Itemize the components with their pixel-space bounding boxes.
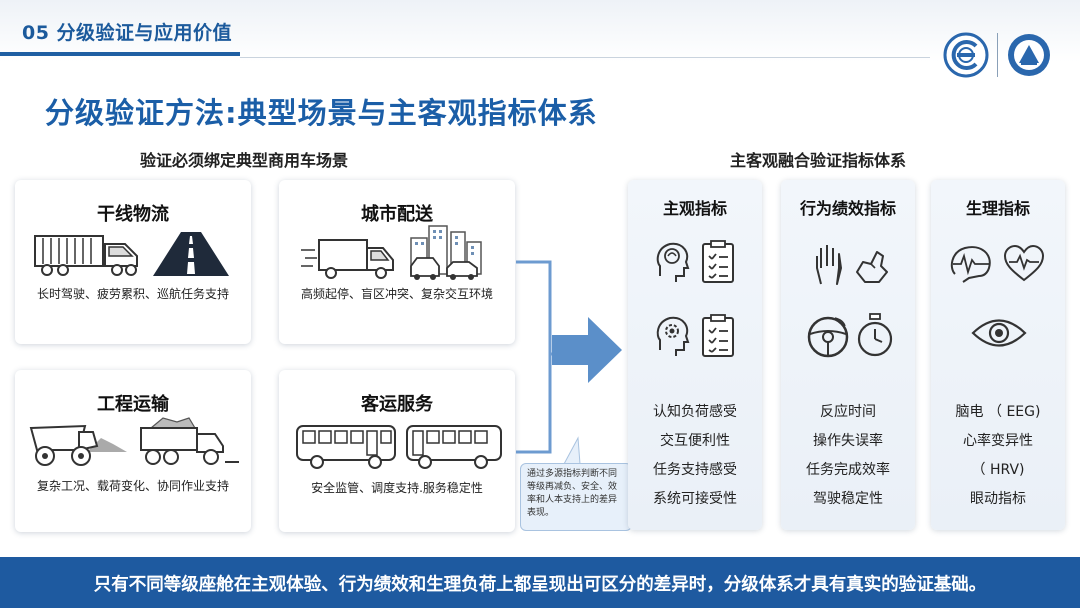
connector-bracket <box>516 260 554 454</box>
indicator-panel-subjective: 主观指标 认知负荷感受 交互便利性 任务支持感受 系统可接受性 <box>628 180 762 530</box>
scenario-card-engineering-transport: 工程运输 复杂工况、载荷变化、协同作业支持 <box>15 370 251 532</box>
indicator-panel-behavior: 行为绩效指标 反应时间 操作失误率 任务完成效率 驾驶稳定性 <box>781 180 915 530</box>
checklist-icon <box>702 240 734 283</box>
scenario-card-urban-delivery: 城市配送 高频起停、盲区冲突、复杂交互环境 <box>279 180 515 344</box>
header-divider <box>240 57 930 58</box>
eye-icon <box>971 319 1027 347</box>
gear-head-icon <box>656 316 690 356</box>
scenario-card-title: 客运服务 <box>361 394 433 415</box>
bus-icon <box>406 425 502 469</box>
hand-icon <box>816 245 842 285</box>
indicator-item: （ HRV) <box>971 462 1025 478</box>
section-label: 05 分级验证与应用价值 <box>22 22 233 44</box>
pinch-hand-icon <box>856 251 888 283</box>
scenario-card-desc: 长时驾驶、疲劳累积、巡航任务支持 <box>36 287 229 301</box>
scenario-card-desc: 高频起停、盲区冲突、复杂交互环境 <box>300 287 493 301</box>
page-title: 分级验证方法:典型场景与主客观指标体系 <box>45 96 598 130</box>
header-bar <box>0 0 1080 62</box>
scenario-card-trunk-logistics: 干线物流 长时驾驶、疲劳累积、巡航任务支持 <box>15 180 251 344</box>
flow-arrow-icon <box>552 317 622 383</box>
indicator-panel-title: 生理指标 <box>965 199 1030 218</box>
container-truck-icon <box>34 235 138 276</box>
indicator-item: 驾驶稳定性 <box>813 491 883 507</box>
indicator-item: 眼动指标 <box>970 491 1026 507</box>
callout-tail <box>563 436 581 465</box>
section-underline <box>0 52 240 56</box>
indicator-list: 认知负荷感受 交互便利性 任务支持感受 系统可接受性 <box>628 398 762 514</box>
indicator-panel-title: 行为绩效指标 <box>799 199 896 218</box>
left-section-heading: 验证必须绑定典型商用车场景 <box>140 151 349 170</box>
logo-group <box>943 32 1052 78</box>
checklist-icon <box>702 314 734 357</box>
indicator-item: 系统可接受性 <box>653 491 737 507</box>
indicator-item: 心率变异性 <box>963 433 1033 449</box>
indicator-item: 脑电 （ EEG) <box>955 404 1041 420</box>
footer-conclusion: 只有不同等级座舱在主观体验、行为绩效和生理负荷上都呈现出可区分的差异时，分级体系… <box>93 575 987 595</box>
highway-road-icon <box>153 232 229 276</box>
callout-note: 通过多源指标判断不同等级再减负、安全、效率和人本支持上的差异表现。 <box>520 463 632 531</box>
scenario-card-passenger-service: 客运服务 安全监管、调度支持.服务稳定性 <box>279 370 515 532</box>
footer-banner: 只有不同等级座舱在主观体验、行为绩效和生理负荷上都呈现出可区分的差异时，分级体系… <box>0 557 1080 608</box>
right-section-heading: 主客观融合验证指标体系 <box>730 151 907 170</box>
indicator-item: 任务完成效率 <box>806 462 890 478</box>
brain-head-icon <box>656 242 690 282</box>
scenario-card-title: 城市配送 <box>361 204 433 225</box>
bus-icon <box>296 425 396 469</box>
logo-divider <box>997 33 998 77</box>
delivery-van-icon <box>301 239 394 279</box>
indicator-list: 反应时间 操作失误率 任务完成效率 驾驶稳定性 <box>781 398 915 514</box>
indicator-item: 认知负荷感受 <box>653 404 737 420</box>
indicator-panel-physiological: 生理指标 脑电 （ EEG) 心率变异性 （ HRV) 眼动指标 <box>931 180 1065 530</box>
scenario-card-title: 干线物流 <box>97 204 169 225</box>
brain-wave-icon <box>950 246 991 283</box>
steering-wheel-icon <box>807 316 849 358</box>
indicator-list: 脑电 （ EEG) 心率变异性 （ HRV) 眼动指标 <box>931 398 1065 514</box>
stopwatch-icon <box>857 313 893 357</box>
dump-truck-icon <box>29 424 127 466</box>
university-seal-icon <box>1008 34 1050 76</box>
ctic-logo-icon <box>943 32 989 78</box>
loaded-truck-icon <box>140 417 239 465</box>
scenario-card-title: 工程运输 <box>97 394 169 415</box>
indicator-item: 操作失误率 <box>813 433 883 449</box>
indicator-item: 交互便利性 <box>660 433 730 449</box>
scenario-card-desc: 复杂工况、载荷变化、协同作业支持 <box>36 479 229 493</box>
indicator-item: 反应时间 <box>820 404 876 420</box>
city-traffic-icon <box>410 225 482 280</box>
indicator-panel-title: 主观指标 <box>662 199 727 218</box>
scenario-card-desc: 安全监管、调度支持.服务稳定性 <box>311 481 483 495</box>
indicator-item: 任务支持感受 <box>653 462 737 478</box>
heart-rate-icon <box>1003 244 1045 282</box>
